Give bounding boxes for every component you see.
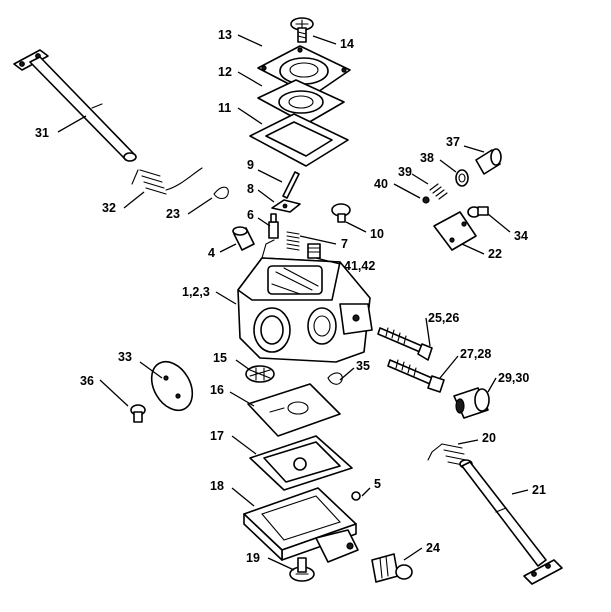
part-36-screw	[130, 404, 146, 423]
part-17-gasket	[249, 435, 353, 491]
part-21-choke-shaft	[459, 459, 563, 585]
callout-41-42: 41,42	[344, 259, 375, 273]
callout-4: 4	[208, 246, 215, 260]
part-39-spring	[429, 183, 448, 200]
callout-9: 9	[247, 158, 254, 172]
part-6-needle	[268, 213, 279, 239]
callout-40: 40	[374, 177, 388, 191]
callout-34: 34	[514, 229, 528, 243]
part-34-screw	[467, 206, 489, 218]
part-14-screw	[290, 17, 314, 43]
callout-29-30: 29,30	[498, 371, 529, 385]
callout-25-26: 25,26	[428, 311, 459, 325]
part-27-28-adjusting-screw	[387, 359, 445, 393]
part-13-cover	[257, 45, 351, 97]
part-37-sleeve	[475, 148, 502, 175]
part-10-screw	[331, 203, 351, 223]
part-38-ring	[455, 169, 469, 187]
callout-7: 7	[341, 237, 348, 251]
part-5-ball	[351, 491, 361, 501]
callout-23: 23	[166, 207, 180, 221]
callout-20: 20	[482, 431, 496, 445]
part-32-spring	[131, 167, 203, 195]
part-20-spring	[427, 443, 469, 467]
part-9-pin	[282, 171, 300, 199]
part-1-2-3-carburetor-body	[237, 239, 373, 363]
part-41-42-plug	[307, 243, 321, 259]
part-29-30-limiter-cap	[453, 387, 490, 419]
callout-15: 15	[213, 351, 227, 365]
callout-35: 35	[356, 359, 370, 373]
part-22-plate	[433, 211, 477, 251]
callout-17: 17	[210, 429, 224, 443]
callout-24: 24	[426, 541, 440, 555]
callout-39: 39	[398, 165, 412, 179]
callout-27-28: 27,28	[460, 347, 491, 361]
part-19-screw	[289, 557, 315, 582]
part-4-cap	[232, 226, 255, 251]
part-35-clip	[327, 372, 343, 385]
callout-13: 13	[218, 28, 232, 42]
callout-18: 18	[210, 479, 224, 493]
part-24-screw	[371, 553, 413, 583]
callout-10: 10	[370, 227, 384, 241]
callout-11: 11	[218, 101, 231, 115]
callout-32: 32	[102, 201, 116, 215]
part-15-filter-screen	[245, 365, 275, 383]
part-40-ball	[422, 196, 430, 204]
part-7-spring	[286, 230, 300, 252]
part-33-throttle-plate	[150, 360, 194, 412]
part-25-26-adjusting-screw	[377, 327, 433, 361]
part-18-pump-cover	[243, 487, 359, 563]
part-23-clip	[213, 186, 229, 200]
callout-19: 19	[246, 551, 260, 565]
leader-lines	[57, 34, 529, 571]
part-8-lever	[271, 199, 301, 213]
callout-6: 6	[247, 208, 254, 222]
callout-21: 21	[532, 483, 546, 497]
callout-31: 31	[35, 126, 49, 140]
callout-36: 36	[80, 374, 94, 388]
callout-33: 33	[118, 350, 132, 364]
part-31-throttle-shaft	[13, 49, 137, 162]
callout-12: 12	[218, 65, 232, 79]
callout-38: 38	[420, 151, 434, 165]
callout-16: 16	[210, 383, 224, 397]
callout-22: 22	[488, 247, 502, 261]
callout-labels: 13 14 12 11 9 8 6 7 10 4 41,42 1,2,3 31 …	[35, 28, 546, 565]
part-16-metering-diaphragm	[247, 383, 341, 437]
callout-8: 8	[247, 182, 254, 196]
callout-5: 5	[374, 477, 381, 491]
callout-37: 37	[446, 135, 460, 149]
callout-14: 14	[340, 37, 354, 51]
callout-1-2-3: 1,2,3	[182, 285, 210, 299]
part-11-gasket	[249, 113, 349, 167]
